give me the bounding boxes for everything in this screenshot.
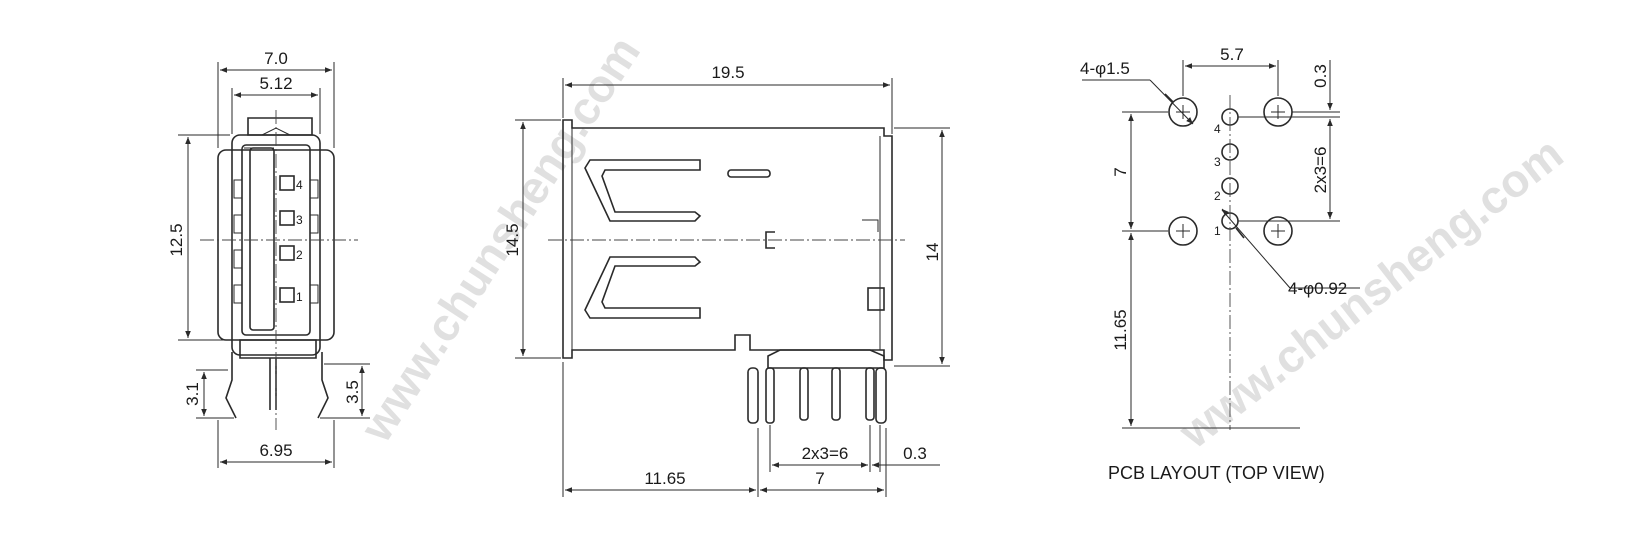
pcb-big-hole-tl	[1168, 97, 1198, 127]
front-top-tab	[247, 117, 313, 136]
side-pin-shell-right	[875, 367, 887, 424]
pcb-pin-label-3: 3	[1214, 155, 1221, 169]
front-tongue	[249, 147, 275, 331]
pcb-pin-label-4: 4	[1214, 122, 1221, 136]
dim-front-leg-right: 3.5	[343, 380, 362, 404]
dim-front-bottom-width: 6.95	[259, 441, 292, 460]
dim-pcb-vertical: 7	[1111, 167, 1130, 176]
pcb-pin-label-2: 2	[1214, 189, 1221, 203]
dim-side-bottom-left: 11.65	[644, 469, 685, 488]
dim-pcb-lower: 11.65	[1111, 309, 1130, 350]
watermark-left: www.chunsheng.com	[349, 27, 650, 451]
dim-side-height-right: 14	[923, 243, 942, 262]
side-pin-3	[865, 367, 875, 421]
dim-pcb-top-offset: 0.3	[1311, 64, 1330, 88]
dim-front-overall-width: 7.0	[264, 49, 288, 68]
front-pin-label-1: 1	[296, 290, 303, 304]
dim-side-pin-offset: 0.3	[903, 444, 927, 463]
pcb-view: 4 3 2 1 4-φ1.5 4-φ0.92 5.7 0.3 2x3=6	[1080, 45, 1360, 483]
pcb-layout-title: PCB LAYOUT (TOP VIEW)	[1108, 463, 1325, 483]
dim-side-length: 19.5	[711, 63, 744, 82]
side-pin-1	[799, 367, 809, 421]
dim-front-leg-left: 3.1	[183, 382, 202, 406]
front-leg-right	[317, 352, 329, 419]
dim-pcb-top-spacing: 5.7	[1220, 45, 1244, 64]
dim-front-opening-width: 5.12	[259, 74, 292, 93]
side-shell	[562, 119, 893, 361]
front-leg-left	[225, 352, 237, 419]
dim-side-height-left: 14.5	[503, 223, 522, 256]
dim-pcb-big-holes: 4-φ1.5	[1080, 59, 1130, 78]
dim-front-height: 12.5	[167, 223, 186, 256]
front-base	[239, 339, 317, 359]
pcb-pin-label-1: 1	[1214, 224, 1221, 238]
front-contact-2	[279, 245, 295, 261]
side-pin-shell-left	[747, 367, 759, 424]
pcb-big-hole-bl	[1168, 216, 1198, 246]
pcb-big-hole-br	[1263, 216, 1293, 246]
front-view: 4 3 2 1 7.0 5.12 12.5 3.1	[167, 49, 370, 468]
side-pin-header	[767, 349, 885, 369]
side-slot	[727, 169, 771, 178]
side-spring-upper	[584, 159, 702, 222]
side-spring-lower	[584, 256, 702, 319]
dim-pcb-pitch: 2x3=6	[1311, 147, 1330, 194]
front-contact-3	[279, 210, 295, 226]
svg-text:www.chunsheng.com: www.chunsheng.com	[349, 27, 650, 451]
side-view: 19.5 14.5 14 2x3=6 0.3 11.65 7	[503, 63, 950, 497]
watermark-right: www.chunsheng.com	[1168, 127, 1572, 459]
svg-text:www.chunsheng.com: www.chunsheng.com	[1168, 127, 1572, 459]
front-contact-1	[279, 287, 295, 303]
dim-pcb-small-holes: 4-φ0.92	[1288, 279, 1347, 298]
front-pin-label-4: 4	[296, 178, 303, 192]
dim-side-pin-pitch: 2x3=6	[802, 444, 849, 463]
front-contact-4	[279, 175, 295, 191]
side-pin-2	[831, 367, 841, 421]
dim-side-bottom-right: 7	[815, 469, 824, 488]
front-pin-label-3: 3	[296, 213, 303, 227]
front-pin-label-2: 2	[296, 248, 303, 262]
